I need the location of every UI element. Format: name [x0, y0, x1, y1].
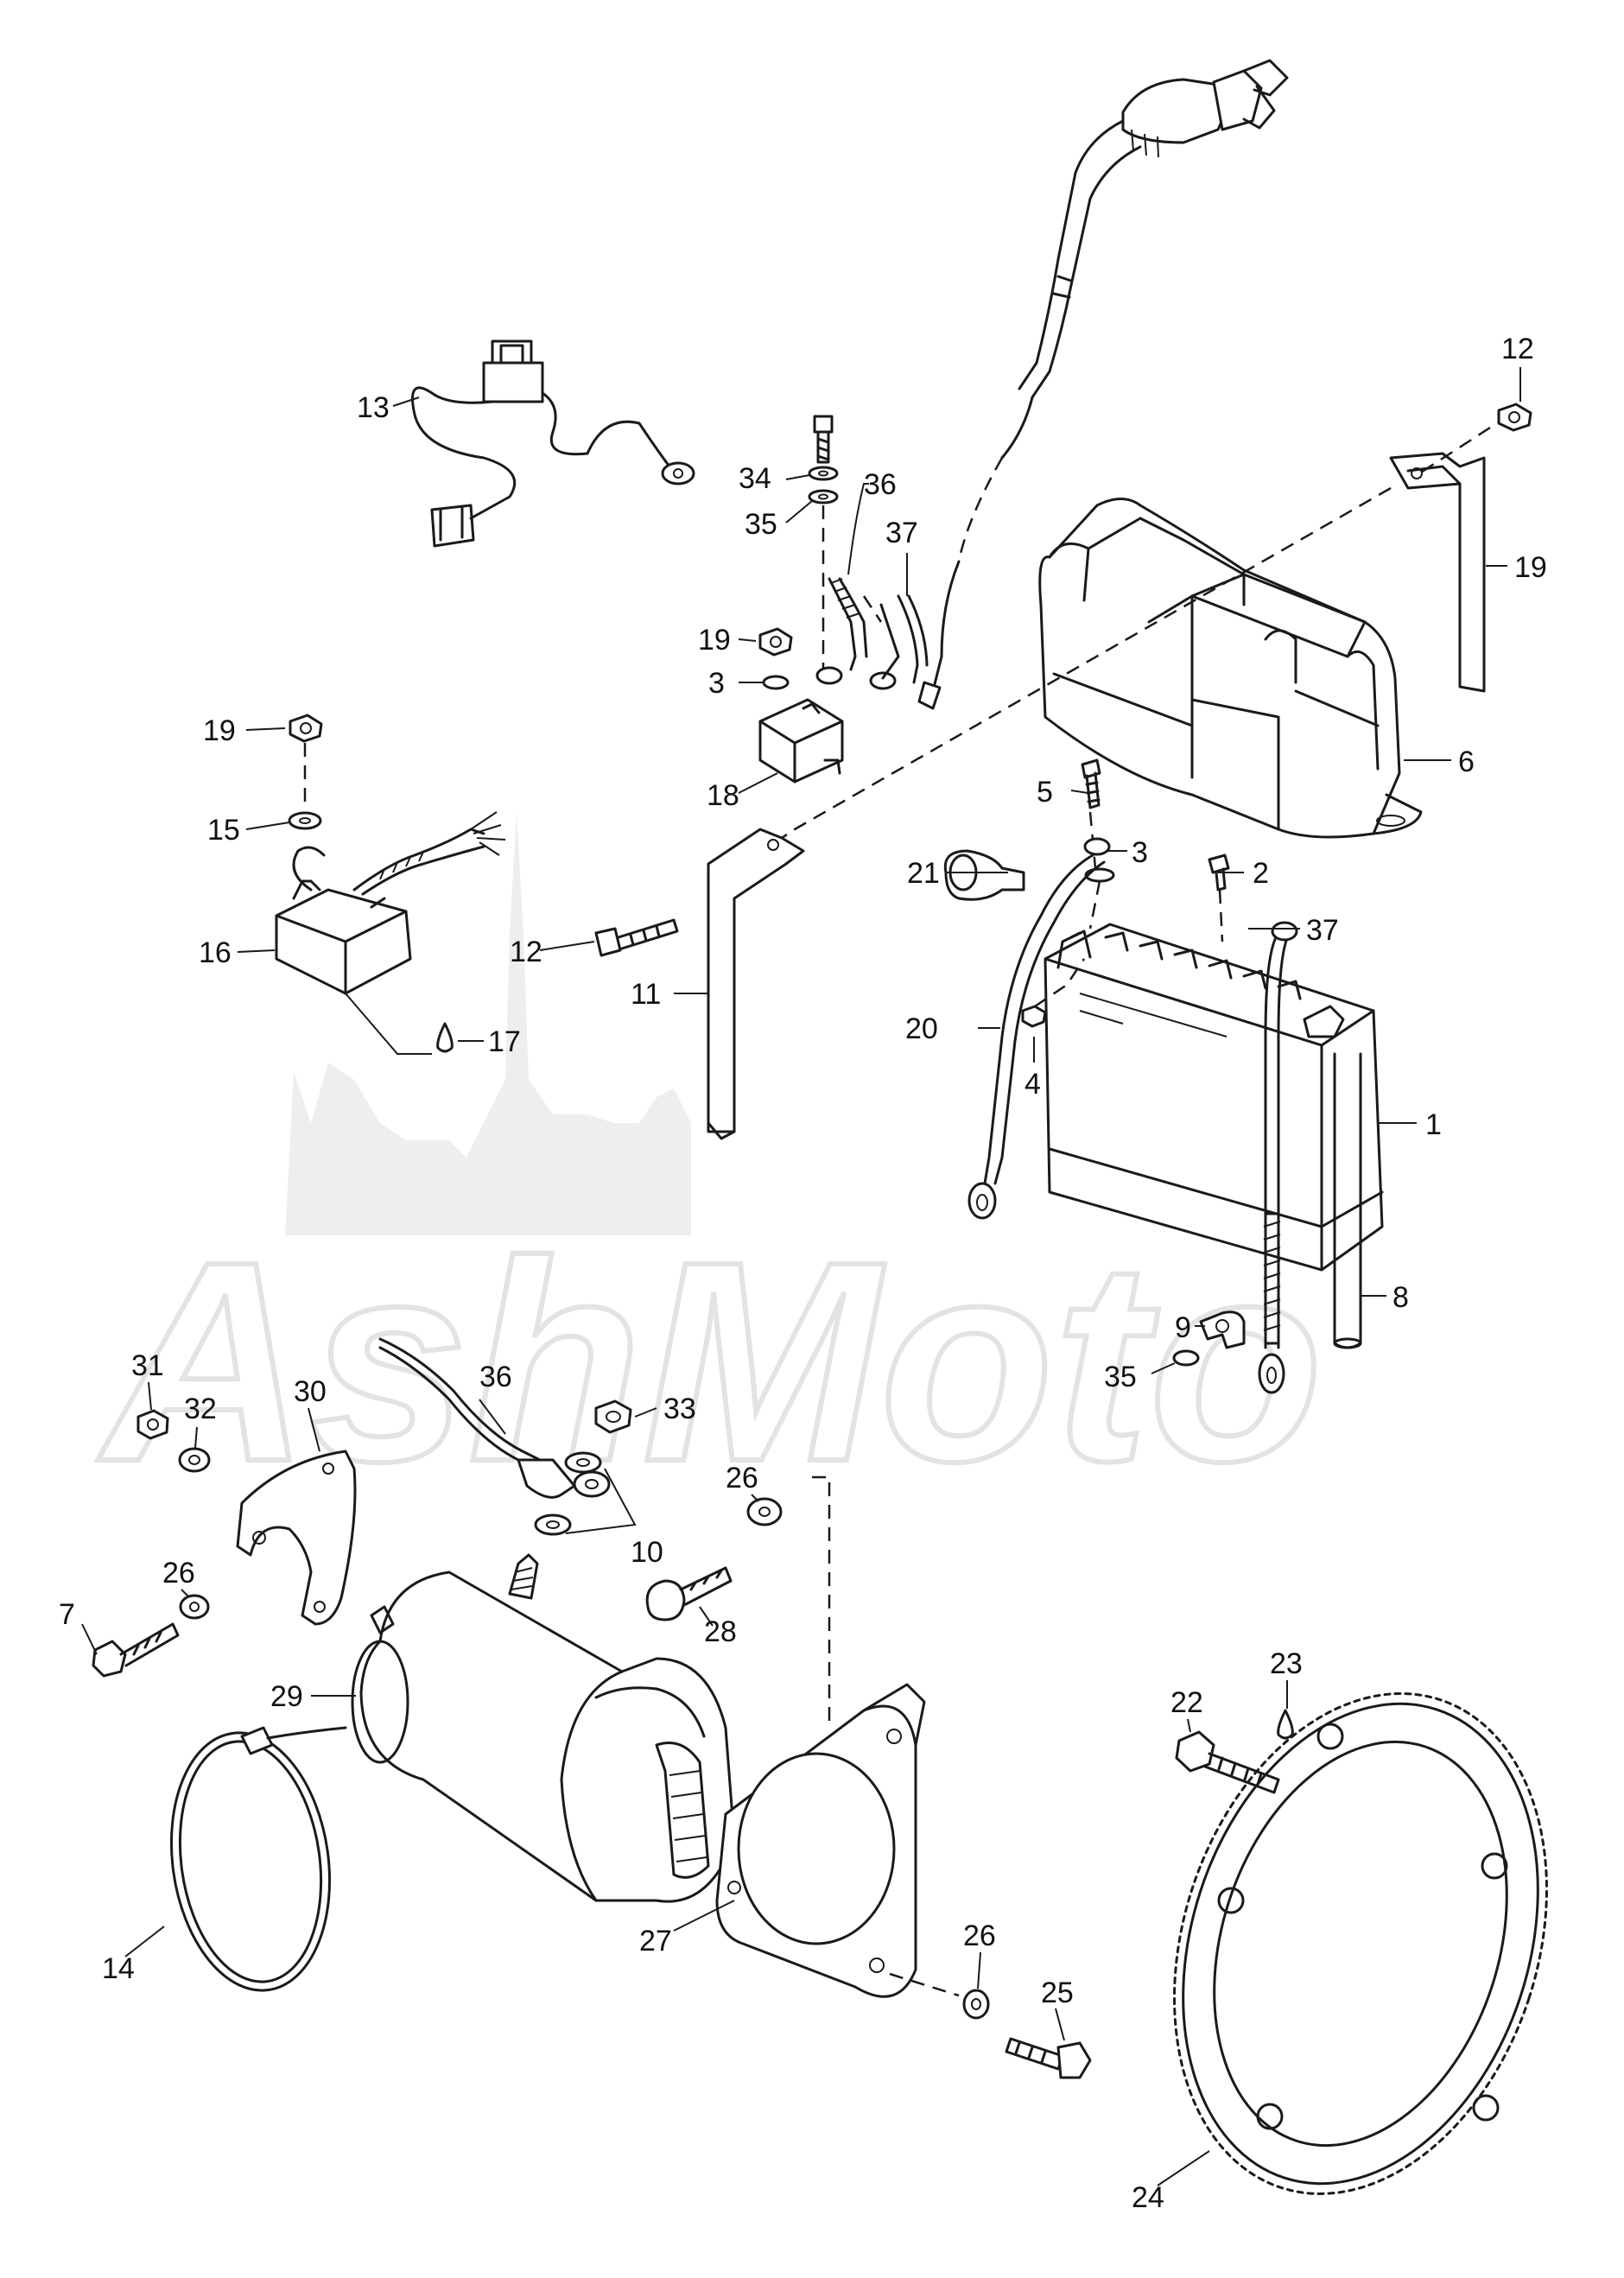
callout-30: 30 [294, 1375, 327, 1408]
nut-4 [1021, 1005, 1047, 1028]
washer-10b [534, 1513, 572, 1536]
callout-1: 1 [1425, 1108, 1442, 1141]
callout-10: 10 [631, 1536, 663, 1569]
regulator [275, 714, 506, 995]
starter-motor-29 [359, 1570, 736, 1903]
callout-20: 20 [905, 1012, 938, 1045]
callout-18: 17 [488, 1025, 521, 1058]
relay-hardware [758, 415, 929, 784]
ring-gear-24 [1173, 1692, 1548, 2195]
cable-36-lower [378, 1346, 555, 1479]
bolt-7 [92, 1640, 127, 1678]
watermark-castle-silhouette [285, 812, 691, 1235]
callout-36-lower: 36 [479, 1361, 512, 1393]
screw-34 [813, 415, 834, 434]
callout-3-battery: 3 [1132, 836, 1148, 869]
washer-26-right [962, 1989, 990, 2020]
clip-9 [1199, 1310, 1246, 1349]
bolt-12-left [594, 927, 622, 957]
callout-labels: 1 2 3 3 4 5 6 7 8 9 10 11 12 12 13 14 15… [59, 333, 1547, 2214]
bracket-right [1389, 403, 1532, 693]
callout-26-right: 26 [963, 1919, 996, 1952]
callout-13: 13 [357, 391, 390, 424]
battery [943, 758, 1384, 1394]
callout-6: 6 [1458, 746, 1475, 778]
callout-37-battery: 37 [1306, 914, 1339, 947]
callout-36-top: 36 [864, 468, 897, 501]
callout-19-mid: 19 [698, 624, 731, 657]
cable-36-top [828, 577, 857, 671]
callout-29: 29 [270, 1680, 303, 1713]
callout-14: 14 [102, 1952, 135, 1985]
washer-34 [808, 466, 839, 481]
callout-4: 4 [1025, 1068, 1041, 1101]
callout-33: 33 [663, 1393, 696, 1425]
callout-28: 28 [704, 1615, 737, 1648]
battery-box [1038, 498, 1423, 839]
nut-19-top [758, 627, 793, 657]
bolt-22 [1175, 1730, 1215, 1773]
cable-37-top [897, 594, 919, 684]
cable-tie-14 [169, 1726, 347, 1992]
washer-26-left [179, 1594, 210, 1620]
callout-21: 21 [907, 857, 940, 890]
washer-35-lower [1172, 1349, 1200, 1367]
callout-35-top: 35 [745, 508, 777, 541]
bracket-left [594, 828, 805, 1140]
threadlock-drop-23 [1277, 1709, 1294, 1740]
washer-3-battery [1084, 867, 1115, 883]
callout-34: 34 [739, 462, 771, 495]
callout-3-mid: 3 [708, 667, 725, 700]
wiring-harness [411, 339, 695, 548]
screw-5 [1081, 758, 1101, 779]
watermark-text: AshMoto [95, 1202, 1323, 1520]
callout-32: 32 [184, 1393, 217, 1425]
washer-3-top [762, 675, 790, 690]
leader-lines [81, 367, 1521, 2186]
washer-15 [288, 811, 322, 830]
callout-12-left: 12 [510, 936, 542, 968]
callout-23: 23 [1270, 1647, 1303, 1680]
callout-8: 8 [1392, 1281, 1409, 1314]
callout-24: 24 [1132, 2181, 1164, 2214]
callout-7: 7 [59, 1598, 75, 1631]
sealant-drop-18 [436, 1022, 454, 1053]
callout-11: 11 [631, 978, 661, 1011]
cable-20 [983, 853, 1094, 1185]
washer-10a [564, 1451, 602, 1474]
callout-15: 15 [207, 814, 240, 847]
bracket-30 [236, 1450, 357, 1626]
callout-37-top: 37 [885, 517, 918, 549]
nut-19-left [289, 714, 323, 743]
callout-31: 31 [131, 1349, 164, 1382]
callout-2: 2 [1253, 857, 1269, 890]
callout-9: 9 [1175, 1311, 1191, 1344]
callout-27: 27 [639, 1925, 672, 1958]
nut-33 [594, 1399, 632, 1434]
callout-16: 16 [199, 936, 232, 969]
callout-12-right: 12 [1501, 333, 1534, 365]
watermark: AshMoto [92, 812, 1325, 1523]
callout-26-left: 26 [162, 1557, 195, 1590]
screw-28 [645, 1579, 686, 1621]
nut-31 [136, 1409, 169, 1440]
nut-12-right [1497, 403, 1532, 432]
callout-26-mid: 26 [726, 1462, 758, 1494]
callout-19-left: 19 [203, 714, 236, 747]
washer-26-mid [746, 1497, 783, 1526]
bolt-25 [1005, 2037, 1064, 2071]
callout-35-lower: 35 [1104, 1361, 1137, 1393]
callout-17: 18 [707, 779, 739, 812]
callout-25: 25 [1041, 1977, 1074, 2009]
callout-5: 5 [1037, 776, 1053, 809]
callout-19-right: 19 [1514, 551, 1547, 584]
ignition-switch [917, 59, 1289, 710]
terminal-screw-2 [1208, 853, 1230, 874]
terminal-cap-21 [943, 849, 1025, 901]
washer-35 [808, 489, 839, 504]
callout-22: 22 [1170, 1686, 1203, 1719]
starter-assembly [92, 1337, 1092, 2079]
washer-32 [178, 1447, 211, 1473]
